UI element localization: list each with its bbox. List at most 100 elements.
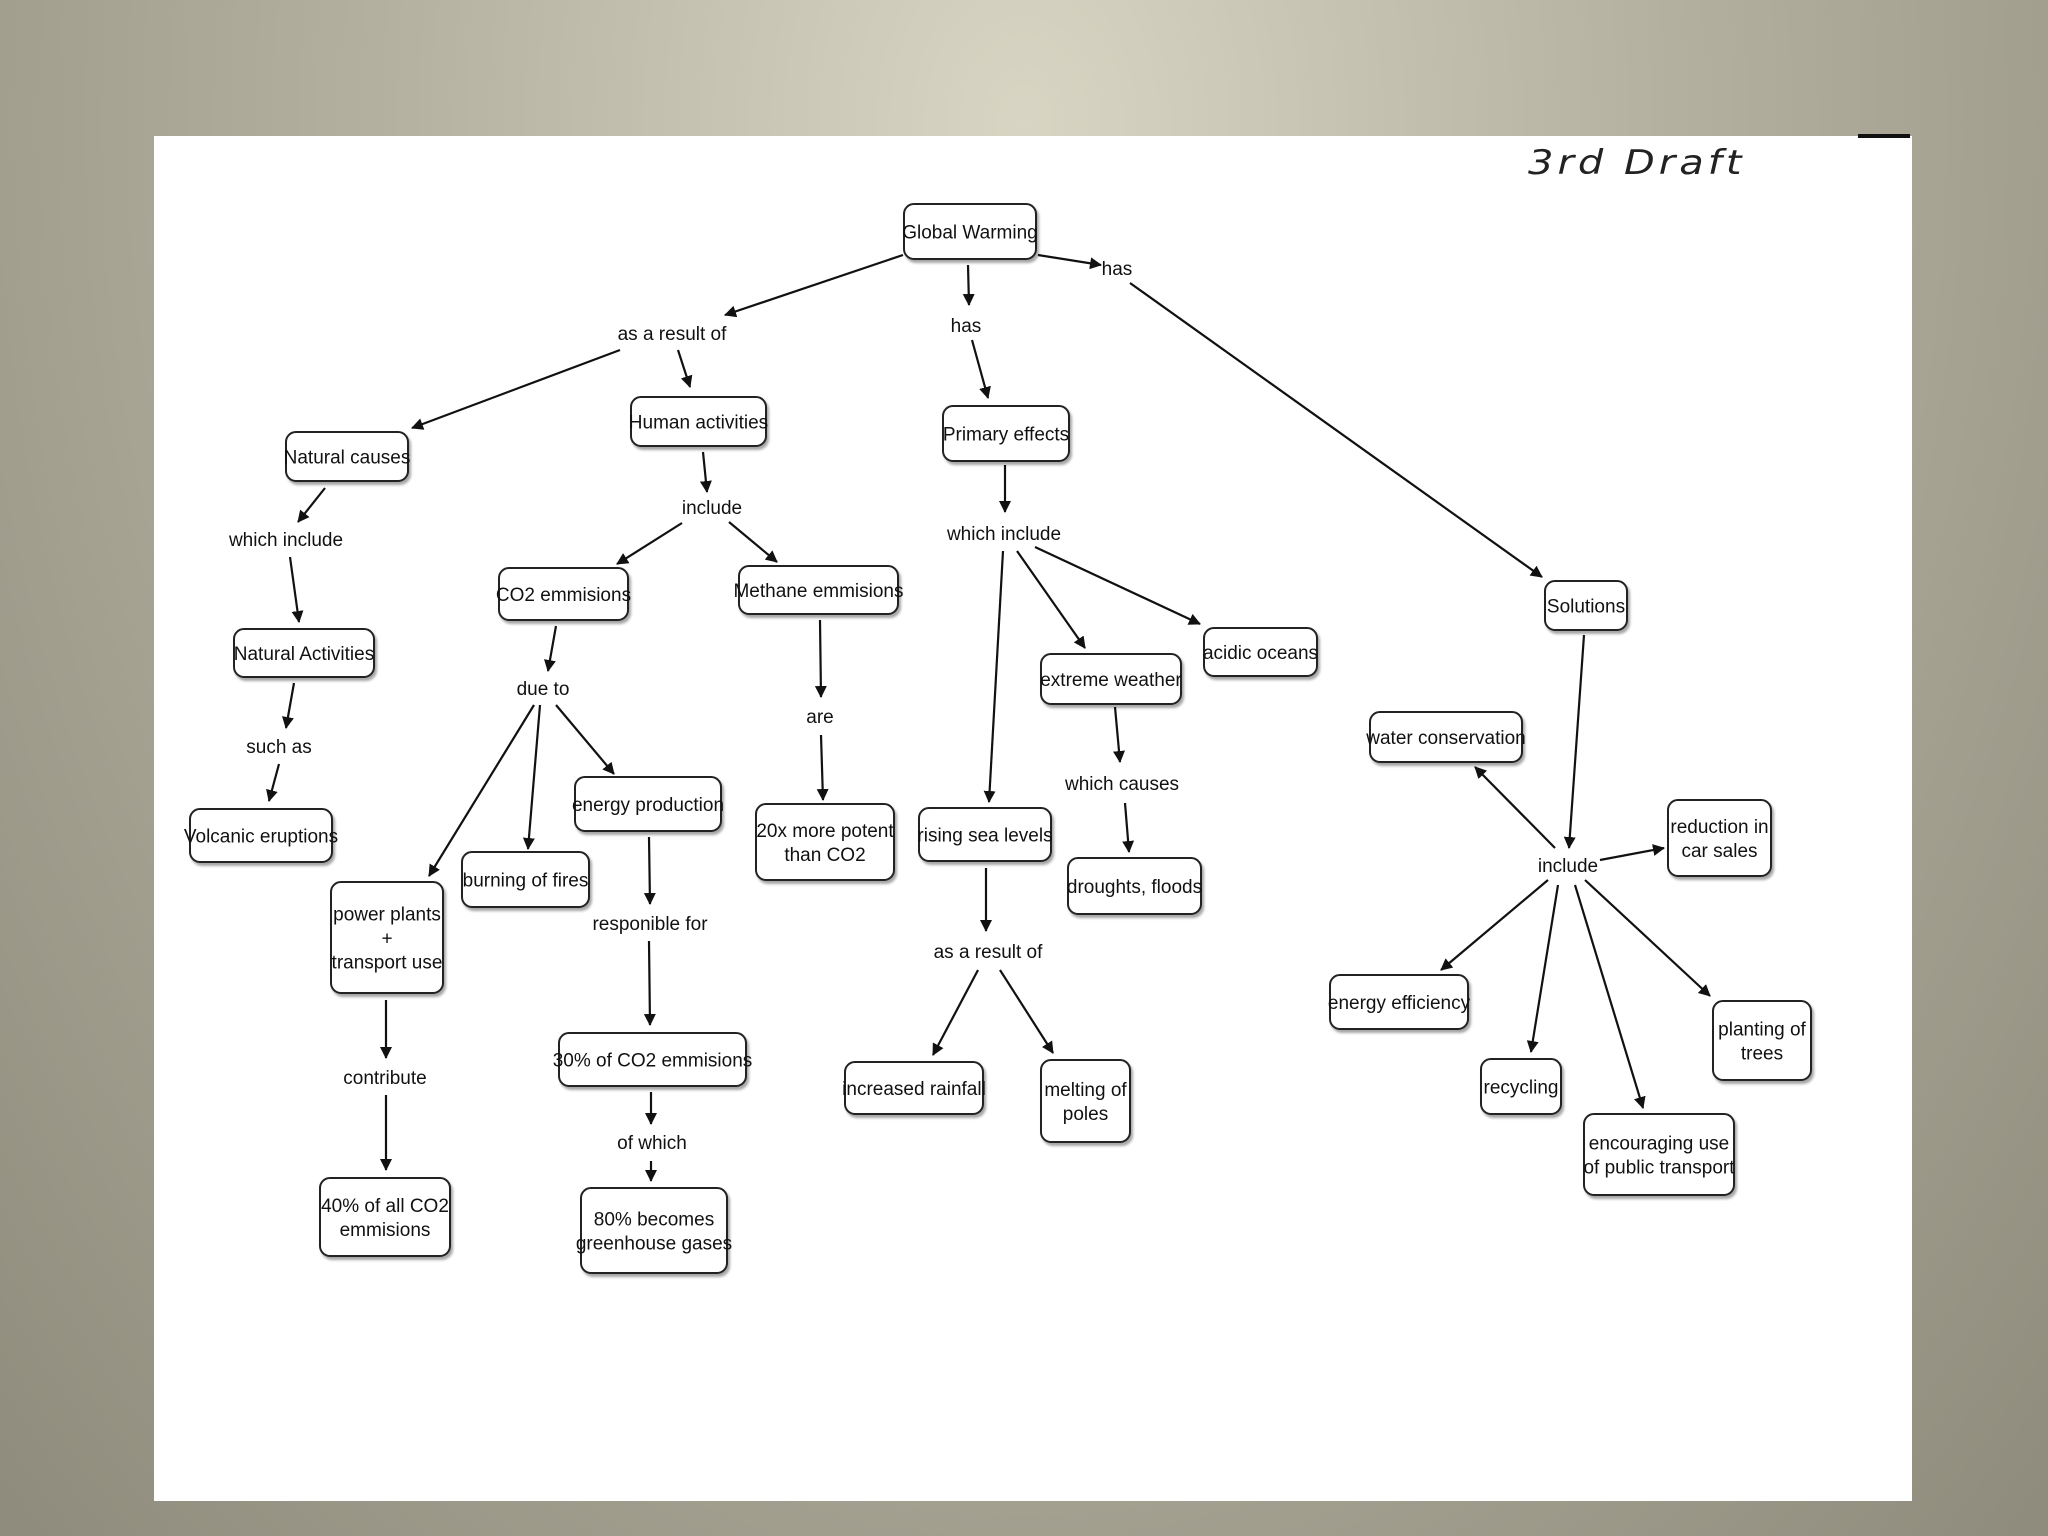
concept-node-solutions: Solutions xyxy=(1544,580,1628,631)
connector-arrow xyxy=(1573,884,1646,1109)
concept-node-label: CO2 emmisions xyxy=(496,585,631,606)
linking-phrase-contribute: contribute xyxy=(343,1068,426,1089)
connector-arrow xyxy=(643,940,656,1026)
concept-node-box xyxy=(844,1061,984,1115)
connector-arrow xyxy=(616,522,683,565)
concept-node-label: Primary effects xyxy=(943,425,1069,446)
connector-arrow xyxy=(1016,550,1086,649)
connector-arrow xyxy=(1599,844,1665,862)
concept-node-label: poles xyxy=(1063,1104,1108,1125)
linking-phrase-asresult1: as a result of xyxy=(618,324,727,345)
concept-node-human: Human activities xyxy=(629,396,768,447)
connector-arrow xyxy=(999,969,1054,1054)
concept-node-label: car sales xyxy=(1681,841,1757,862)
concept-node-box xyxy=(558,1032,747,1087)
concept-node-power: power plants+transport use xyxy=(330,881,444,994)
concept-node-box xyxy=(1480,1058,1562,1115)
concept-node-box xyxy=(903,203,1037,260)
linking-phrase-has_right: has xyxy=(1102,259,1133,280)
concept-node-box xyxy=(1329,974,1469,1030)
concept-node-acidic: acidic oceans xyxy=(1203,627,1318,677)
concept-node-label: emmisions xyxy=(340,1220,431,1241)
concept-node-energyprod: energy production xyxy=(572,776,724,832)
concept-node-label: Methane emmisions xyxy=(733,581,903,602)
concept-node-box xyxy=(738,565,899,615)
concept-node-burning: burning of fires xyxy=(461,851,590,908)
concept-node-box xyxy=(233,628,375,678)
concept-node-methane: Methane emmisions xyxy=(733,565,904,615)
concept-node-box xyxy=(1040,653,1182,705)
connector-arrow xyxy=(932,969,979,1056)
concept-node-box xyxy=(755,803,895,881)
concept-node-box xyxy=(1040,1059,1131,1143)
concept-node-global: Global Warming xyxy=(902,203,1038,260)
concept-node-rainfall: increased rainfall xyxy=(842,1061,986,1115)
concept-node-recycling: recycling xyxy=(1480,1058,1562,1115)
connector-arrow xyxy=(816,734,829,801)
concept-node-box xyxy=(1583,1113,1735,1196)
concept-node-box xyxy=(574,776,722,832)
concept-node-primary: Primary effects xyxy=(942,405,1070,462)
concept-node-box xyxy=(1067,857,1202,915)
connector-arrow xyxy=(724,253,904,318)
connector-arrow xyxy=(1129,282,1543,578)
linking-phrase-whichinclude_prim: which include xyxy=(946,524,1061,545)
concept-node-box xyxy=(942,405,1070,462)
linking-phrase-asresult2: as a result of xyxy=(934,942,1043,963)
connector-arrow xyxy=(1034,546,1201,625)
concept-node-label: melting of xyxy=(1044,1080,1127,1101)
connector-arrow xyxy=(266,763,281,802)
concept-node-efficiency: energy efficiency xyxy=(1328,974,1471,1030)
concept-node-droughts: droughts, floods xyxy=(1067,857,1202,915)
linking-phrase-include_human: include xyxy=(682,498,742,519)
linking-phrase-layer: as a result of has has which include such as… xyxy=(228,259,1598,1154)
connector-arrow xyxy=(699,451,712,493)
connector-arrow xyxy=(555,704,615,775)
concept-node-water: water conservation xyxy=(1365,711,1526,763)
concept-node-extreme: extreme weather xyxy=(1040,653,1182,705)
concept-node-label: extreme weather xyxy=(1040,670,1182,691)
connector-arrow xyxy=(1122,802,1135,853)
concept-node-box xyxy=(330,881,444,994)
concept-node-label: transport use xyxy=(332,953,443,974)
concept-node-label: water conservation xyxy=(1365,728,1525,749)
concept-node-label: rising sea levels xyxy=(917,826,1052,847)
linking-phrase-are: are xyxy=(806,707,833,728)
connector-arrow xyxy=(288,556,304,623)
corner-mark xyxy=(1858,134,1910,138)
connector-arrow xyxy=(428,704,535,877)
concept-node-label: increased rainfall xyxy=(842,1079,986,1100)
connector-arrow xyxy=(962,264,975,306)
concept-node-label: Natural causes xyxy=(284,448,411,469)
concept-node-label: Natural Activities xyxy=(234,644,374,665)
linking-phrase-suchas: such as xyxy=(246,737,311,758)
linking-phrase-whichcauses: which causes xyxy=(1064,774,1179,795)
linking-phrase-has_mid: has xyxy=(951,316,982,337)
concept-node-label: + xyxy=(381,929,392,950)
connector-arrow xyxy=(970,339,991,399)
concept-node-box xyxy=(630,396,767,447)
concept-node-box xyxy=(498,567,629,621)
concept-node-box xyxy=(1544,580,1628,631)
concept-node-melting: melting of poles xyxy=(1040,1059,1131,1143)
linking-phrase-dueto: due to xyxy=(517,679,570,700)
concept-node-sealevels: rising sea levels xyxy=(917,807,1053,862)
concept-node-box xyxy=(1203,627,1318,677)
concept-node-label: Volcanic eruptions xyxy=(184,827,338,848)
concept-node-volcanic: Volcanic eruptions xyxy=(184,808,338,863)
connector-arrow xyxy=(1584,879,1711,997)
concept-node-label: droughts, floods xyxy=(1067,877,1202,898)
concept-node-box xyxy=(1667,799,1772,877)
concept-node-box xyxy=(580,1187,728,1274)
connector-arrow xyxy=(1526,884,1560,1053)
connector-arrow xyxy=(522,704,542,850)
concept-node-label: planting of xyxy=(1718,1020,1806,1041)
connector-arrow xyxy=(297,487,326,523)
linking-phrase-responible: responible for xyxy=(592,914,708,935)
